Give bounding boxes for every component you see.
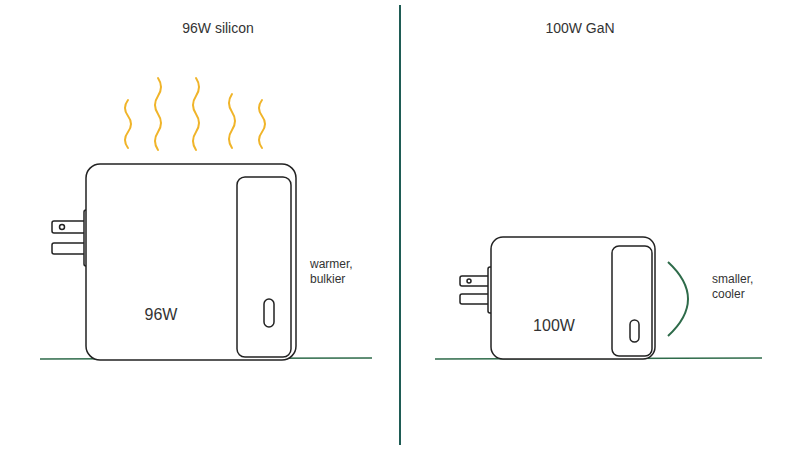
- usb-c-port: [264, 299, 274, 327]
- panel-divider: [399, 5, 401, 445]
- charger-side-face: [237, 177, 291, 357]
- charger-body: 100W: [490, 236, 656, 360]
- charger-shell: [86, 164, 296, 360]
- heat-waves: [125, 78, 265, 150]
- note: smaller, cooler: [712, 272, 764, 302]
- usb-c-port: [630, 320, 639, 342]
- charger-outline: [490, 236, 656, 360]
- wattage-label: 96W: [145, 306, 178, 324]
- wattage-label: 100W: [533, 317, 575, 335]
- charger-shell: [491, 237, 655, 359]
- charger-side-face: [612, 246, 652, 356]
- panel-title: 100W GaN: [545, 21, 614, 36]
- charger-outline: [85, 163, 297, 361]
- note: warmer, bulkier: [310, 257, 362, 287]
- panel-title: 96W silicon: [182, 21, 254, 36]
- size-arc: [668, 262, 688, 336]
- charger-body: 96W: [85, 163, 297, 361]
